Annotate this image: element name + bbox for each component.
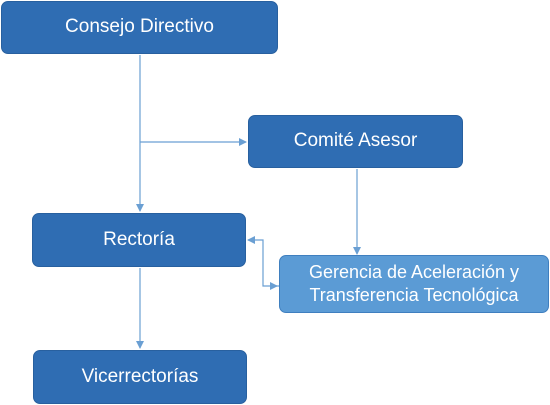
node-comite-asesor: Comité Asesor: [248, 115, 463, 168]
node-vicerrectorias: Vicerrectorías: [33, 350, 247, 404]
node-comite-asesor-label: Comité Asesor: [293, 130, 418, 152]
connector-gerencia-to-rectoria: [247, 236, 279, 287]
node-vicerrectorias-label: Vicerrectorías: [81, 365, 199, 387]
node-rectoria: Rectoría: [32, 213, 246, 267]
node-consejo-directivo: Consejo Directivo: [1, 1, 278, 54]
node-rectoria-label: Rectoría: [103, 228, 175, 250]
node-consejo-directivo-label: Consejo Directivo: [65, 16, 214, 38]
node-gerencia: Gerencia de Aceleración y Transferencia …: [279, 255, 549, 313]
node-gerencia-label-line1: Gerencia de Aceleración y: [308, 261, 520, 282]
node-gerencia-label: Gerencia de Aceleración y Transferencia …: [309, 261, 519, 308]
node-gerencia-label-line2: Transferencia Tecnológica: [309, 285, 519, 305]
